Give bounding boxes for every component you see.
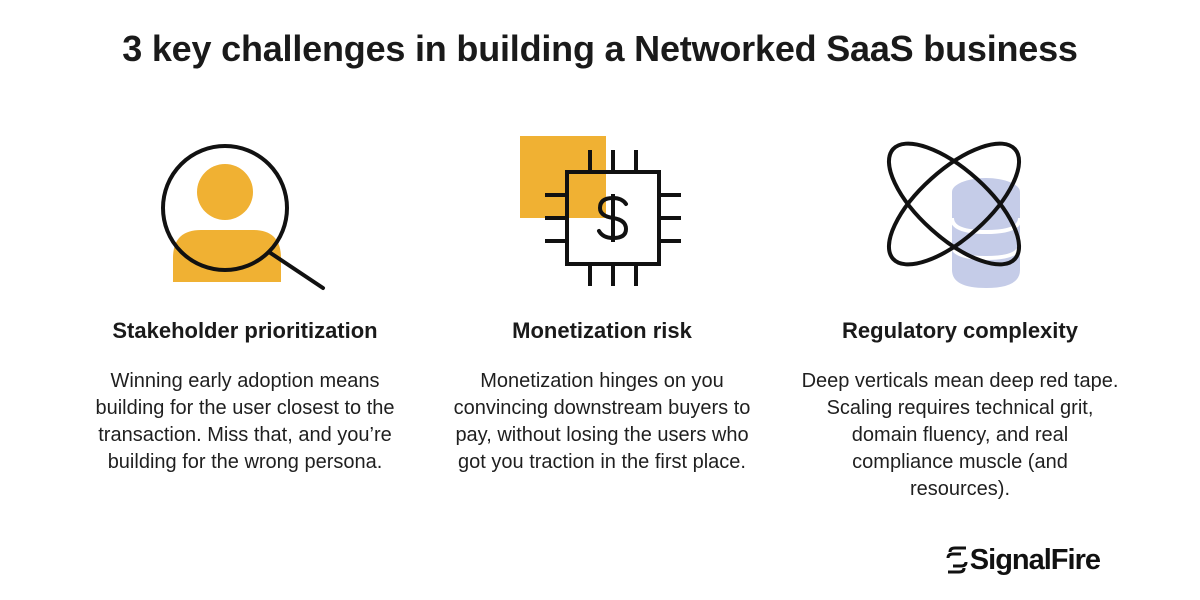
logo-wordmark: SignalFire xyxy=(969,543,1101,576)
page-title: 3 key challenges in building a Networked… xyxy=(122,28,1078,69)
challenge-description: Winning early adoption means building fo… xyxy=(95,370,395,473)
icon-container xyxy=(432,130,772,300)
challenge-monetization: Monetization risk Monetization hinges on… xyxy=(432,130,772,476)
icon-container xyxy=(75,130,415,300)
icon-container xyxy=(790,130,1130,300)
challenge-heading: Stakeholder prioritization xyxy=(112,318,378,343)
challenge-heading: Monetization risk xyxy=(512,318,692,343)
signalfire-logo-icon xyxy=(946,546,968,574)
challenge-description: Deep verticals mean deep red tape. Scali… xyxy=(801,370,1119,500)
dollar-chip-icon xyxy=(520,136,681,286)
magnifier-person-icon xyxy=(161,144,325,290)
challenge-description: Monetization hinges on you convincing do… xyxy=(453,370,751,473)
challenge-stakeholder: Stakeholder prioritization Winning early… xyxy=(75,130,415,476)
challenge-regulatory: Regulatory complexity Deep verticals mea… xyxy=(790,130,1130,503)
signalfire-logo: SignalFire xyxy=(946,540,1101,580)
challenges-row: Stakeholder prioritization Winning early… xyxy=(0,130,1200,510)
orbit-database-icon xyxy=(886,141,1022,288)
challenge-heading: Regulatory complexity xyxy=(842,318,1078,343)
